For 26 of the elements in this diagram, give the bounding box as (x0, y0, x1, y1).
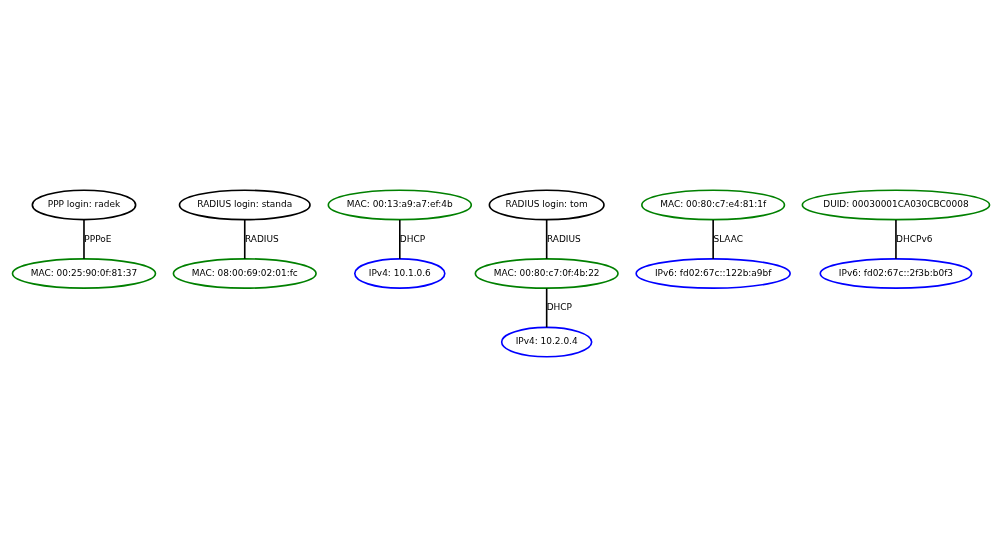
node-ellipse: IPv4: 10.1.0.6 (353, 257, 446, 289)
node-ellipse: RADIUS login: standa (178, 188, 311, 220)
connector (83, 218, 85, 260)
node-ellipse: MAC: 00:13:a9:a7:ef:4b (327, 188, 473, 220)
edge-label: DHCP (546, 301, 572, 312)
node-ellipse: MAC: 08:00:69:02:01:fc (172, 257, 317, 289)
node-ellipse: DUID: 00030001CA030CBC0008 (801, 188, 991, 220)
edge-label: RADIUS (546, 233, 581, 244)
connector (712, 218, 714, 260)
connector (243, 218, 246, 260)
edge-label: SLAAC (713, 233, 744, 244)
node-ellipse: MAC: 00:80:c7:0f:4b:22 (474, 257, 619, 289)
connector (545, 218, 548, 260)
connector (545, 287, 548, 328)
edge-label: DHCPv6 (896, 233, 933, 244)
connector (398, 218, 401, 260)
edge-label: RADIUS (244, 233, 279, 244)
node-ellipse: MAC: 00:80:c7:e4:81:1f (641, 188, 786, 220)
node-ellipse: IPv6: fd02:67c::2f3b:b0f3 (819, 257, 973, 289)
node-ellipse: MAC: 00:25:90:0f:81:37 (11, 257, 157, 289)
node-ellipse: IPv4: 10.2.0.4 (500, 326, 593, 358)
node-ellipse: IPv6: fd02:67c::122b:a9bf (635, 257, 791, 289)
edge-label: PPPoE (84, 233, 112, 244)
node-ellipse: PPP login: radek (31, 188, 137, 220)
node-ellipse: RADIUS login: tom (488, 188, 605, 220)
connector (895, 218, 897, 260)
